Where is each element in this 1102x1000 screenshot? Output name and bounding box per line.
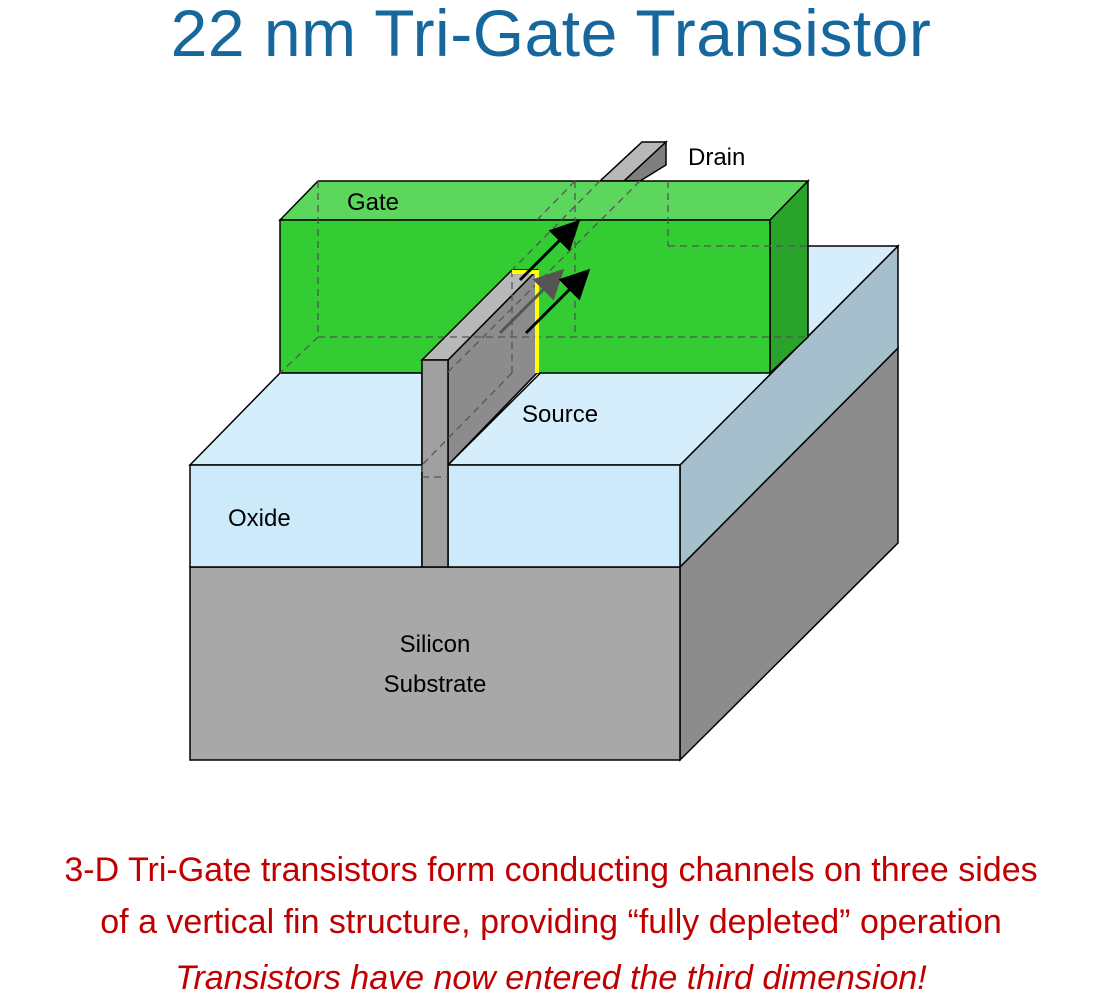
caption-line-1: 3-D Tri-Gate transistors form conducting…	[64, 851, 1038, 889]
label-silicon: Silicon	[400, 631, 471, 658]
caption-tagline: Transistors have now entered the third d…	[175, 959, 927, 997]
substrate-front	[189, 566, 681, 761]
label-substrate: Substrate	[384, 671, 487, 698]
page-title: 22 nm Tri-Gate Transistor	[170, 0, 932, 70]
label-oxide: Oxide	[228, 505, 291, 532]
current-arrow-side-b	[524, 268, 591, 335]
oxide-left-top	[188, 372, 423, 466]
oxide-left-front	[189, 464, 423, 568]
label-gate: Gate	[347, 189, 399, 216]
caption-line-2: of a vertical fin structure, providing “…	[100, 903, 1002, 941]
current-arrow-top	[518, 219, 581, 282]
label-source: Source	[522, 401, 598, 428]
fin-front	[421, 359, 449, 568]
oxide-right-front	[447, 464, 681, 568]
label-drain: Drain	[688, 144, 745, 171]
current-arrow-side-a	[498, 268, 565, 335]
